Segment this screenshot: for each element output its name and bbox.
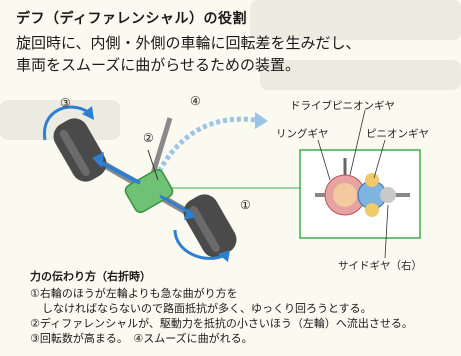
leader-2 — [147, 149, 159, 181]
turn-arrow-light-head — [255, 112, 268, 129]
lead-line-2: 車両をスムーズに曲がらせるための装置。 — [16, 56, 300, 74]
power-line-2: しなければならないので路面抵抗が多く、ゆっくり回ろうとする。 — [42, 302, 372, 315]
power-section-list: ①右輪のほうが左輪よりも急な曲がり方を しなければならないので路面抵抗が多く、ゆ… — [30, 286, 460, 346]
leader-ring — [317, 139, 331, 181]
label-pinion-gear: ピニオンギヤ — [366, 128, 429, 140]
leader-drive-pinion — [349, 109, 366, 176]
rotation-arrow-right — [173, 229, 226, 260]
rotation-arrow-left — [43, 105, 89, 141]
lead-text: 旋回時に、内側・外側の車輪に回転差を生みだし、 車両をスムーズに曲がらせるための… — [16, 32, 456, 76]
gear-assembly — [315, 158, 410, 217]
flow-arrow-right-head — [184, 208, 196, 220]
lead-line-1: 旋回時に、内側・外側の車輪に回転差を生みだし、 — [16, 34, 361, 52]
label-side-gear-right: サイドギヤ（右） — [338, 260, 422, 272]
differential-housing — [124, 168, 174, 214]
power-line-1: ①右輪のほうが左輪よりも急な曲がり方を — [30, 287, 238, 300]
rotation-arrow-right-head — [218, 250, 230, 262]
page-title: デフ（ディファレンシャル）の役割 — [16, 11, 248, 27]
flow-arrow-left-head — [92, 152, 104, 168]
label-ring-gear: リングギヤ — [276, 128, 329, 140]
flow-arrow-right — [159, 194, 191, 215]
leader-pinion — [373, 139, 386, 179]
left-tire — [53, 118, 107, 182]
power-section-title: 力の伝わり方（右折時） — [30, 270, 151, 283]
callout-2: ② — [143, 131, 154, 145]
label-drive-pinion-gear: ドライブピニオンギヤ — [290, 100, 395, 112]
power-line-4: ③回転数が高まる。 ④スムーズに曲がれる。 — [30, 332, 253, 345]
callout-4: ④ — [190, 94, 201, 108]
power-line-3: ②ディファレンシャルが、駆動力を抵抗の小さいほう（左輪）へ流出させる。 — [30, 317, 413, 330]
right-tire — [183, 194, 237, 258]
rotation-arrow-left-head — [82, 106, 94, 120]
callout-3: ③ — [60, 96, 71, 110]
flow-arrow-left — [99, 160, 141, 185]
callout-1: ① — [240, 198, 251, 212]
leader-side — [384, 204, 389, 259]
